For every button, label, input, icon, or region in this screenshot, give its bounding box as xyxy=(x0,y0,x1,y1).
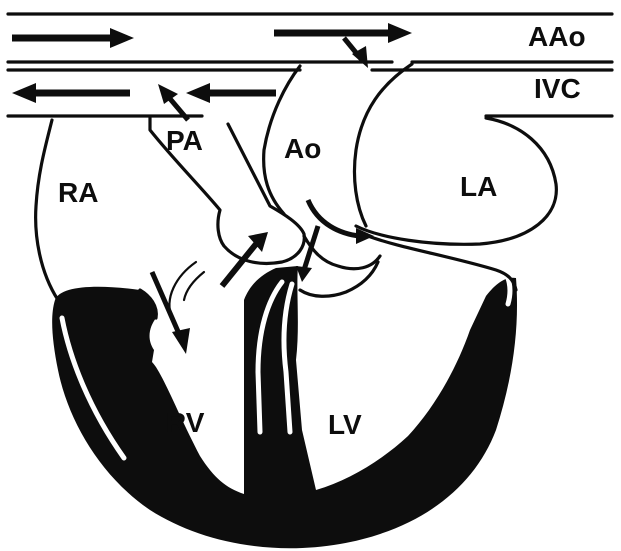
label-lv: LV xyxy=(328,409,362,440)
label-ra: RA xyxy=(58,177,98,208)
label-la: LA xyxy=(460,171,497,202)
label-ao: Ao xyxy=(284,133,321,164)
right-atrium-outline xyxy=(36,120,58,300)
label-pa: PA xyxy=(166,125,203,156)
aorta-outline-right xyxy=(354,64,412,226)
label-aao: AAo xyxy=(528,21,586,52)
label-rv: RV xyxy=(166,407,205,438)
tricuspid-leaflet-1 xyxy=(169,262,196,318)
ivc-flow-arrow-mid xyxy=(186,83,276,103)
aao-flow-arrow-left xyxy=(12,28,134,48)
ivc-flow-arrow-left xyxy=(12,83,130,103)
tricuspid-leaflet-2 xyxy=(184,272,204,300)
left-atrium-outline xyxy=(356,118,556,244)
label-ivc: IVC xyxy=(534,73,581,104)
